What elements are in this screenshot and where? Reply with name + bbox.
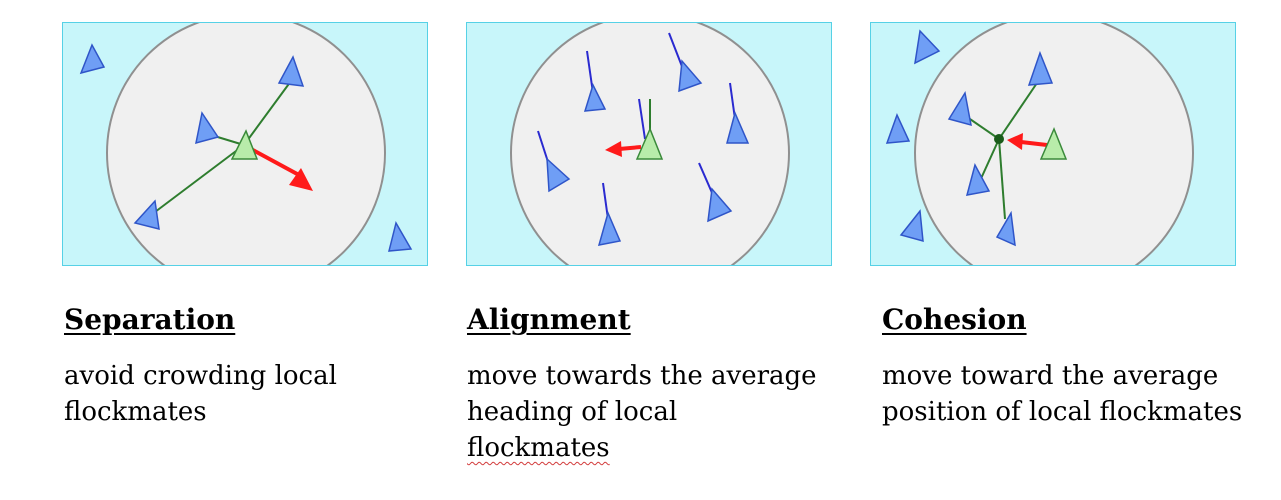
alignment-description-line-2: heading of local: [467, 397, 678, 427]
separation-title: Separation: [64, 303, 236, 336]
alignment-diagram-svg: [467, 23, 831, 265]
connector-line: [243, 80, 292, 146]
heading-line: [602, 182, 609, 220]
steering-arrow-head: [289, 168, 313, 191]
flockmate-boid: [995, 210, 1016, 247]
connector-line: [966, 116, 1000, 140]
flockmate-boid: [885, 113, 911, 144]
alignment-diagram: [466, 22, 832, 266]
heading-line: [638, 98, 646, 140]
cohesion-title: Cohesion: [882, 303, 1027, 336]
flockmate-boid: [726, 110, 750, 144]
cohesion-rule: Cohesion move toward the average positio…: [882, 300, 1262, 430]
steering-arrow-head: [605, 141, 622, 157]
flockmate-boid: [597, 210, 622, 246]
alignment-description: move towards the average heading of loca…: [467, 358, 832, 466]
heading-line: [729, 82, 736, 120]
flockmate-boid: [277, 55, 305, 87]
flockmate-boid: [707, 187, 733, 223]
flockmate-boid: [899, 209, 924, 243]
flockmate-boid: [79, 43, 106, 75]
connector-line: [978, 138, 1000, 184]
steering-arrow-head: [1007, 133, 1023, 150]
alignment-description-flagged-word: flockmates: [467, 433, 610, 463]
flockmate-boid: [195, 111, 220, 145]
focal-boid: [230, 129, 259, 160]
flockmate-boid: [678, 59, 703, 93]
alignment-rule: Alignment move towards the average headi…: [467, 300, 847, 466]
separation-diagram: [62, 22, 428, 266]
alignment-description-line-1: move towards the average: [467, 361, 817, 391]
heading-line: [698, 162, 714, 196]
separation-rule: Separation avoid crowding local flockmat…: [64, 300, 444, 430]
connector-line: [998, 138, 1006, 220]
flockmate-boid: [914, 29, 941, 65]
flockmate-boid: [965, 162, 991, 196]
flockmate-boid: [947, 90, 972, 127]
flockmate-boid: [1027, 50, 1054, 86]
alignment-title: Alignment: [467, 303, 631, 336]
focal-boid: [1039, 127, 1068, 160]
flockmate-boid: [388, 221, 413, 252]
flockmate-boid: [133, 199, 160, 230]
center-of-mass-dot: [994, 134, 1004, 144]
separation-description: avoid crowding local flockmates: [64, 361, 337, 427]
focal-boid: [635, 127, 664, 160]
cohesion-diagram-svg: [871, 23, 1235, 265]
flockmate-boid: [583, 82, 607, 112]
steering-arrow-shaft: [1020, 140, 1048, 147]
connector-line: [150, 144, 245, 216]
cohesion-diagram: [870, 22, 1236, 266]
heading-line: [668, 32, 684, 70]
connector-line: [998, 82, 1038, 140]
flockmate-boid: [546, 157, 571, 193]
steering-arrow-shaft: [618, 145, 642, 151]
cohesion-description: move toward the average position of loca…: [882, 361, 1243, 427]
separation-diagram-svg: [63, 23, 427, 265]
steering-arrow-shaft: [250, 147, 300, 177]
